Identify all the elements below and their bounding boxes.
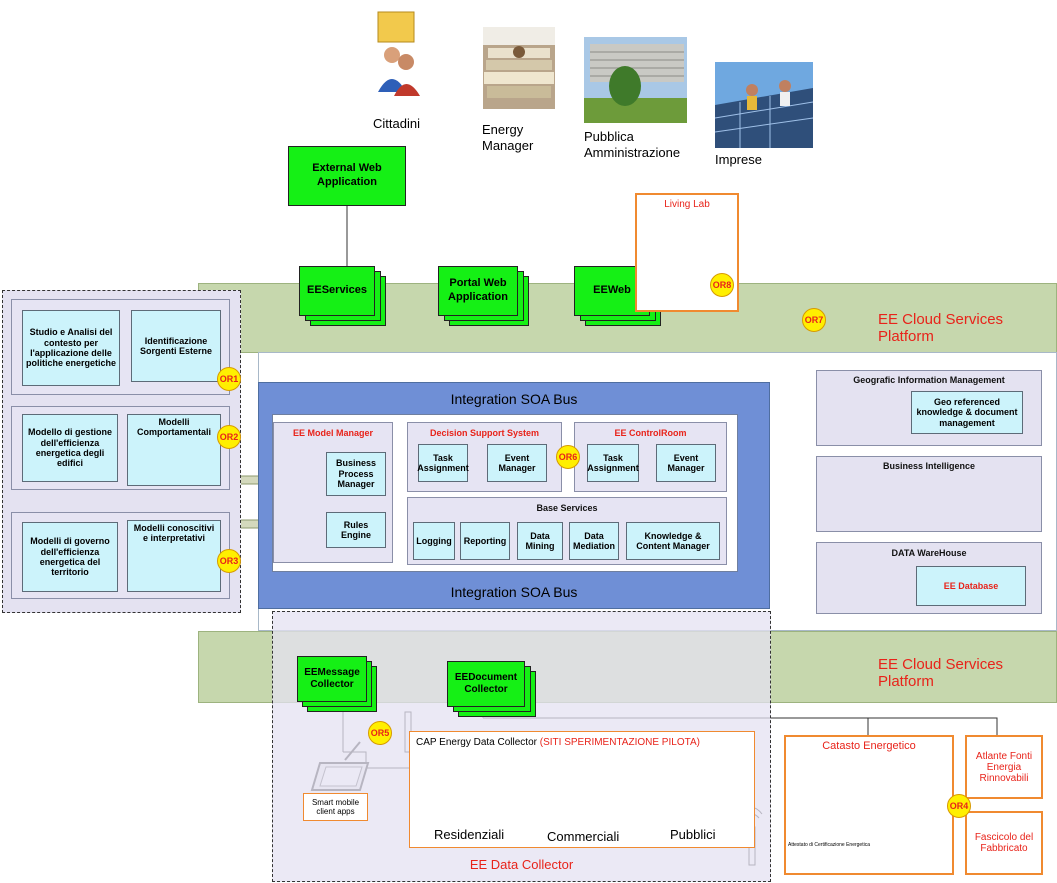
badge-or8: OR8	[710, 273, 734, 297]
bus-title-top: Integration SOA Bus	[450, 391, 578, 407]
cap-title-row: CAP Energy Data Collector (SITI SPERIMEN…	[416, 737, 700, 748]
cap-panel	[409, 731, 755, 848]
identificazione-sorgenti-box: Identificazione Sorgenti Esterne	[131, 310, 221, 382]
geo-referenced-box: Geo referenced knowledge & document mana…	[911, 391, 1023, 434]
modelli-comportamentali-box: Modelli Comportamentali	[127, 414, 221, 486]
badge-or7: OR7	[802, 308, 826, 332]
modelli-conoscitivi-box: Modelli conoscitivi e interpretativi	[127, 520, 221, 592]
bi-panel	[816, 456, 1042, 532]
modelli-governo-box: Modelli di governo dell'efficienza energ…	[22, 522, 118, 592]
pubblica-amministrazione-label: Pubblica Amministrazione	[584, 129, 681, 161]
cittadini-label: Cittadini	[373, 116, 420, 131]
logging-box: Logging	[413, 522, 455, 560]
badge-or2: OR2	[217, 425, 241, 449]
eedocument-collector-box: EEDocument Collector	[447, 661, 525, 707]
event-manager-1: Event Manager	[487, 444, 547, 482]
atlante-box: Atlante Fonti Energia Rinnovabili	[965, 735, 1043, 799]
event-manager-2: Event Manager	[656, 444, 716, 482]
base-services-title: Base Services	[536, 503, 598, 513]
dw-title: DATA WareHouse	[891, 548, 967, 558]
studio-analisi-box: Studio e Analisi del contesto per l'appl…	[22, 310, 120, 386]
catasto-panel	[784, 735, 954, 875]
badge-or3: OR3	[217, 549, 241, 573]
cittadini-icon	[377, 11, 420, 96]
badge-or4: OR4	[947, 794, 971, 818]
pubblici-label: Pubblici	[670, 827, 716, 842]
modelli-conoscitivi-label: Modelli conoscitivi e interpretativi	[133, 523, 215, 544]
residenziali-label: Residenziali	[434, 827, 505, 842]
badge-or5: OR5	[368, 721, 392, 745]
imprese-label: Imprese	[715, 152, 762, 167]
smart-mobile-apps-box: Smart mobile client apps	[303, 793, 368, 821]
badge-or1: OR1	[217, 367, 241, 391]
energy-manager-photo	[483, 27, 555, 109]
external-web-application: External Web Application	[288, 146, 406, 206]
cloud-platform-bottom-title: EE Cloud Services Platform	[878, 656, 1004, 690]
portal-web-application-box: Portal Web Application	[438, 266, 518, 316]
modelli-comportamentali-label: Modelli Comportamentali	[136, 417, 211, 438]
ee-database-box: EE Database	[916, 566, 1026, 606]
modello-gestione-box: Modello di gestione dell'efficienza ener…	[22, 414, 118, 482]
task-assignment-1: Task Assignment	[417, 444, 469, 482]
data-mediation-box: Data Mediation	[569, 522, 619, 560]
ee-model-manager-title: EE Model Manager	[292, 428, 373, 438]
knowledge-content-manager-box: Knowledge & Content Manager	[626, 522, 720, 560]
pubblica-amministrazione-photo	[584, 37, 687, 123]
eeservices-box: EEServices	[299, 266, 375, 316]
catasto-title: Catasto Energetico	[822, 740, 916, 752]
task-assignment-2: Task Assignment	[587, 444, 639, 482]
ee-data-collector-title: EE Data Collector	[469, 857, 574, 872]
gim-title: Geografic Information Management	[853, 375, 1005, 385]
living-lab-title: Living Lab	[664, 199, 710, 210]
bpm-box: Business Process Manager	[326, 452, 386, 496]
cloud-platform-top-title: EE Cloud Services Platform	[878, 311, 1004, 345]
eemessage-collector-box: EEMessage Collector	[297, 656, 367, 702]
dss-title: Decision Support System	[429, 428, 540, 438]
imprese-photo	[714, 62, 814, 148]
badge-or6: OR6	[556, 445, 580, 469]
data-mining-box: Data Mining	[517, 522, 563, 560]
bi-title: Business Intelligence	[882, 461, 976, 471]
cap-sites: (SITI SPERIMENTAZIONE PILOTA)	[539, 737, 700, 748]
attestato-caption: Attestato di Certificazione Energetica	[788, 842, 870, 848]
cap-title: CAP Energy Data Collector	[416, 737, 537, 748]
bus-title-bottom: Integration SOA Bus	[450, 584, 578, 600]
rules-engine-box: Rules Engine	[326, 512, 386, 548]
commerciali-label: Commerciali	[547, 829, 620, 844]
fascicolo-box: Fascicolo del Fabbricato	[965, 811, 1043, 875]
reporting-box: Reporting	[460, 522, 510, 560]
controlroom-title: EE ControlRoom	[614, 428, 687, 438]
energy-manager-label: Energy Manager	[482, 122, 534, 154]
